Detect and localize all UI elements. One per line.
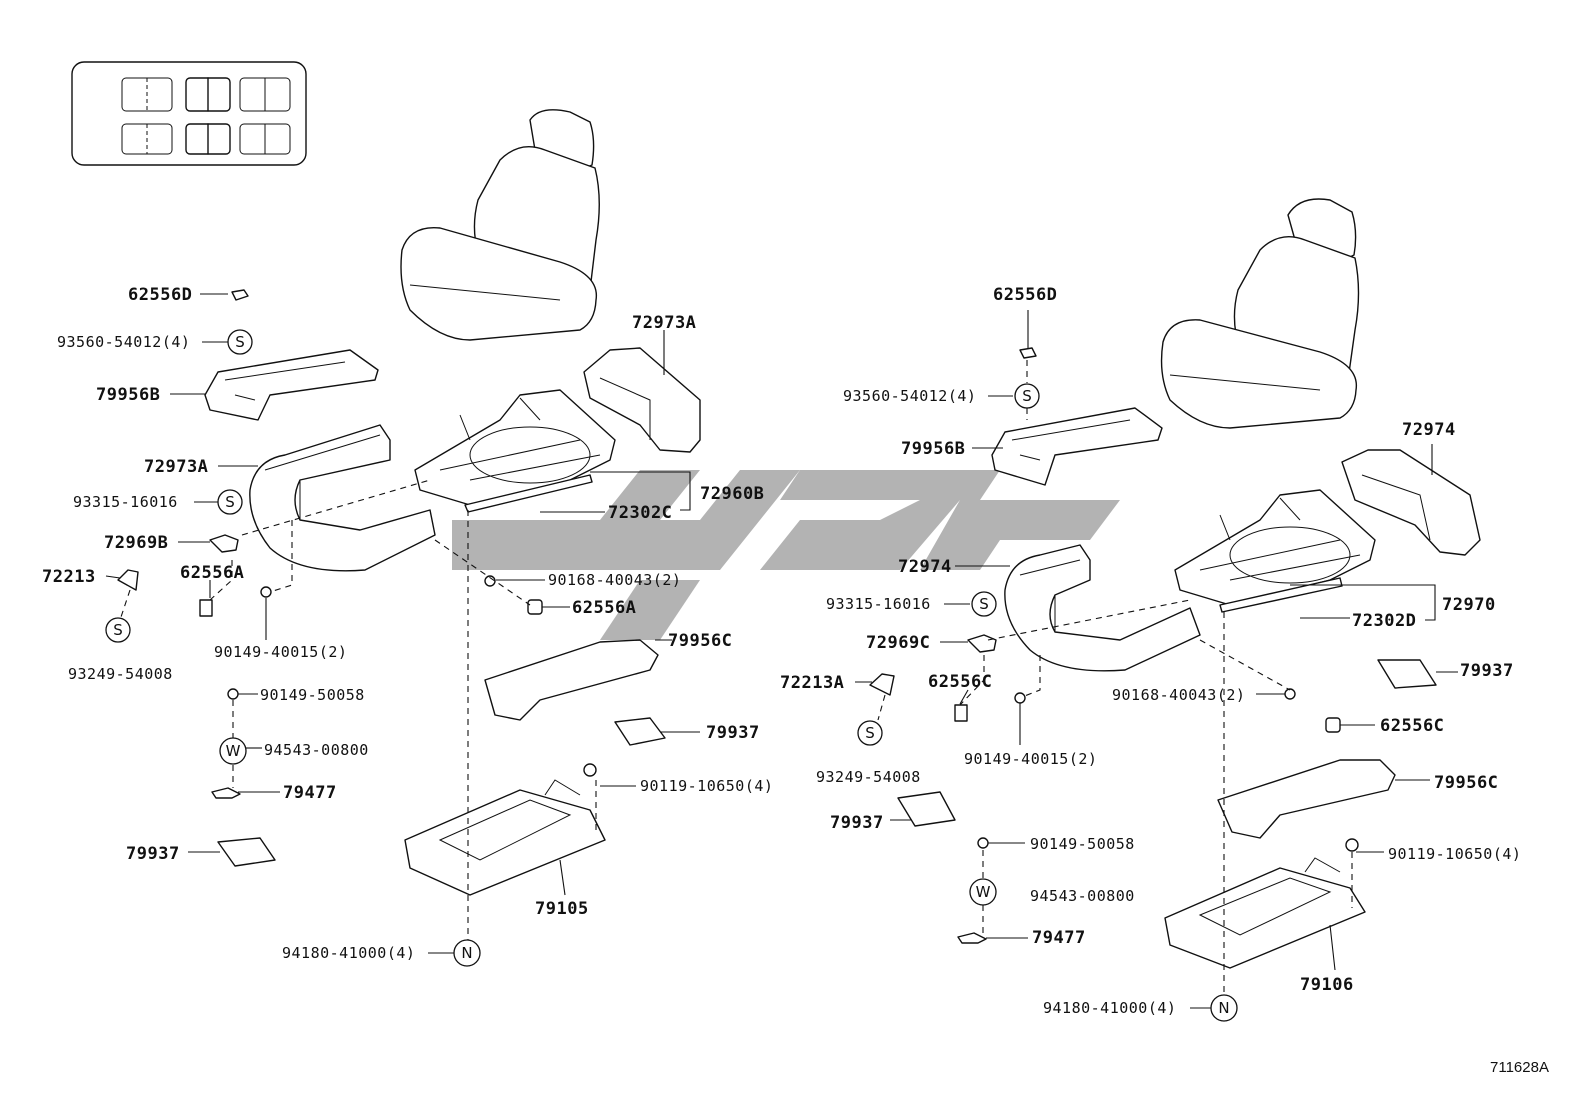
left-label-90119-10650: 90119-10650(4) bbox=[640, 777, 773, 795]
right-label-90119-10650: 90119-10650(4) bbox=[1388, 845, 1521, 863]
svg-text:N: N bbox=[1218, 999, 1229, 1017]
right-label-79937-top: 79937 bbox=[1460, 661, 1514, 681]
left-label-72973a-top: 72973A bbox=[632, 313, 696, 333]
left-armrest-79956b bbox=[204, 349, 379, 421]
left-label-94180-41000: 94180-41000(4) bbox=[282, 944, 415, 962]
left-label-79956c: 79956C bbox=[668, 631, 732, 651]
watermark-logo bbox=[452, 470, 1120, 640]
left-cover-72973a-top bbox=[583, 347, 701, 453]
right-label-79956c: 79956C bbox=[1434, 773, 1498, 793]
left-label-79105: 79105 bbox=[535, 899, 589, 919]
right-label-90168-40043: 90168-40043(2) bbox=[1112, 686, 1245, 704]
svg-text:W: W bbox=[226, 742, 241, 760]
right-label-79937-mid: 79937 bbox=[830, 813, 884, 833]
left-small-parts bbox=[117, 289, 597, 799]
left-label-90149-50058: 90149-50058 bbox=[260, 686, 365, 704]
left-label-90168-40043: 90168-40043(2) bbox=[548, 571, 681, 589]
right-label-72974-top: 72974 bbox=[1402, 420, 1456, 440]
left-label-79477: 79477 bbox=[283, 783, 337, 803]
left-base-79105 bbox=[404, 779, 606, 896]
left-label-72973a-mid: 72973A bbox=[144, 457, 208, 477]
right-symbol-s-93560: S bbox=[1014, 383, 1040, 409]
left-label-79937-low: 79937 bbox=[126, 844, 180, 864]
right-label-90149-50058: 90149-50058 bbox=[1030, 835, 1135, 853]
right-label-79956b: 79956B bbox=[901, 439, 965, 459]
right-label-94543-00800: 94543-00800 bbox=[1030, 887, 1135, 905]
left-cap-79937 bbox=[217, 717, 666, 867]
svg-text:S: S bbox=[1022, 387, 1032, 405]
right-label-72213a: 72213A bbox=[780, 673, 844, 693]
svg-text:S: S bbox=[979, 595, 989, 613]
left-label-72302c: 72302C bbox=[608, 503, 672, 523]
left-label-62556d: 62556D bbox=[128, 285, 192, 305]
left-label-72960b: 72960B bbox=[700, 484, 764, 504]
right-frame-72974 bbox=[1004, 544, 1201, 672]
seat-layout-inset bbox=[71, 61, 307, 166]
right-label-72970: 72970 bbox=[1442, 595, 1496, 615]
right-cover-72974-top bbox=[1341, 449, 1481, 556]
svg-text:N: N bbox=[461, 944, 472, 962]
right-seat-track bbox=[1174, 489, 1376, 613]
right-label-62556c-right: 62556C bbox=[1380, 716, 1444, 736]
left-label-93249-54008: 93249-54008 bbox=[68, 665, 173, 683]
left-label-79937-mid: 79937 bbox=[706, 723, 760, 743]
right-label-62556d: 62556D bbox=[993, 285, 1057, 305]
left-seat-illustration bbox=[400, 109, 600, 341]
right-symbol-s-93315: S bbox=[971, 591, 997, 617]
right-label-90149-40015: 90149-40015(2) bbox=[964, 750, 1097, 768]
right-label-72302d: 72302D bbox=[1352, 611, 1416, 631]
right-seat-assembly: S S S W N 62556D 93560-54012(4) 79956B 7… bbox=[780, 198, 1521, 1022]
right-label-72969c: 72969C bbox=[866, 633, 930, 653]
right-small-parts bbox=[869, 347, 1359, 944]
left-label-79956b: 79956B bbox=[96, 385, 160, 405]
diagram-ref-code: 711628A bbox=[1490, 1059, 1549, 1076]
left-cover-79956c bbox=[484, 639, 659, 721]
left-label-72213: 72213 bbox=[42, 567, 96, 587]
svg-text:S: S bbox=[225, 493, 235, 511]
left-seat-assembly: S S S W N 62556D 93560-54012(4) 79956B 7… bbox=[42, 109, 773, 967]
left-label-72969b: 72969B bbox=[104, 533, 168, 553]
right-symbol-w-94543: W bbox=[969, 878, 997, 906]
svg-text:S: S bbox=[235, 333, 245, 351]
right-armrest-79956b bbox=[991, 407, 1163, 486]
right-symbol-n-94180: N bbox=[1210, 994, 1238, 1022]
right-label-93249-54008: 93249-54008 bbox=[816, 768, 921, 786]
left-label-93560-54012: 93560-54012(4) bbox=[57, 333, 190, 351]
right-seat-illustration bbox=[1160, 198, 1360, 429]
svg-text:S: S bbox=[865, 724, 875, 742]
right-label-72974-mid: 72974 bbox=[898, 557, 952, 577]
right-symbol-s-93249: S bbox=[857, 720, 883, 746]
right-base-79106 bbox=[1164, 857, 1366, 969]
left-symbol-s-93249: S bbox=[105, 617, 131, 643]
right-cap-79937 bbox=[897, 659, 1437, 827]
svg-text:S: S bbox=[113, 621, 123, 639]
left-label-62556a-left: 62556A bbox=[180, 563, 244, 583]
svg-text:W: W bbox=[976, 883, 991, 901]
right-label-94180-41000: 94180-41000(4) bbox=[1043, 999, 1176, 1017]
left-symbol-s-93560: S bbox=[227, 329, 253, 355]
right-label-79477: 79477 bbox=[1032, 928, 1086, 948]
left-label-90149-40015: 90149-40015(2) bbox=[214, 643, 347, 661]
right-label-93560-54012: 93560-54012(4) bbox=[843, 387, 976, 405]
left-frame-72973a bbox=[249, 424, 436, 572]
right-label-62556c-left: 62556C bbox=[928, 672, 992, 692]
left-seat-track bbox=[414, 389, 616, 513]
left-symbol-s-93315: S bbox=[217, 489, 243, 515]
left-symbol-n-94180: N bbox=[453, 939, 481, 967]
left-label-93315-16016: 93315-16016 bbox=[73, 493, 178, 511]
right-label-93315-16016: 93315-16016 bbox=[826, 595, 931, 613]
right-label-79106: 79106 bbox=[1300, 975, 1354, 995]
left-symbol-w-94543: W bbox=[219, 737, 247, 765]
right-cover-79956c bbox=[1217, 759, 1396, 839]
left-label-62556a-right: 62556A bbox=[572, 598, 636, 618]
left-label-94543-00800: 94543-00800 bbox=[264, 741, 369, 759]
